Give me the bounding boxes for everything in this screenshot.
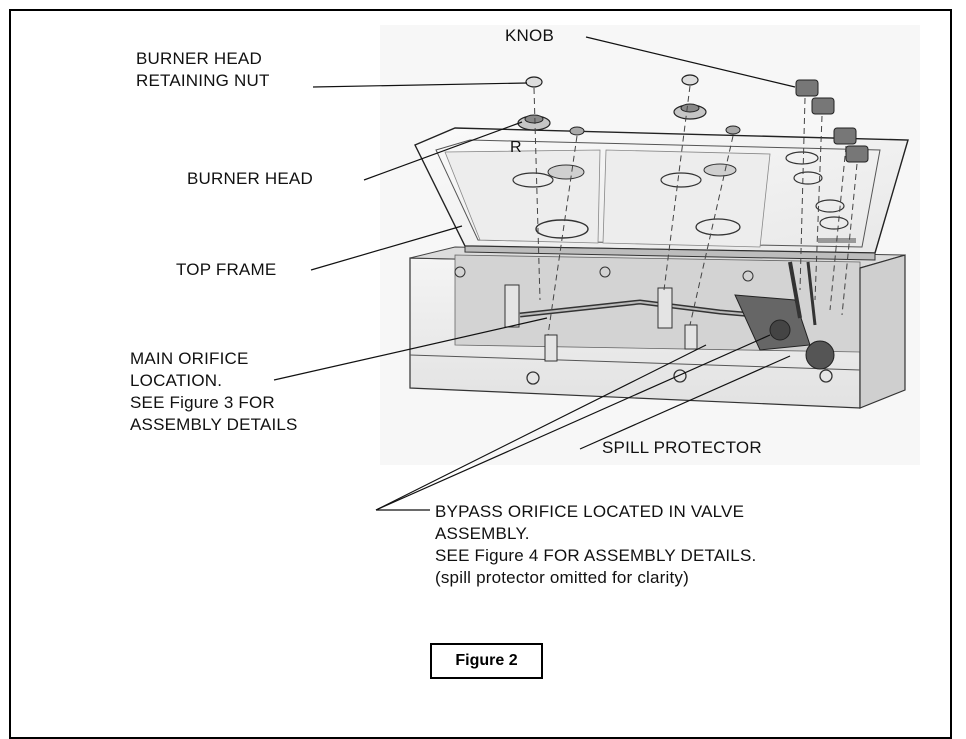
leader-lines bbox=[273, 36, 796, 511]
main-orifice-label: MAIN ORIFICE LOCATION. SEE Figure 3 FOR … bbox=[130, 349, 298, 434]
burner-heads bbox=[517, 74, 741, 136]
burner-head-retaining-nut-label: BURNER HEAD RETAINING NUT bbox=[136, 49, 270, 90]
spill-protector-label: SPILL PROTECTOR bbox=[602, 438, 762, 457]
burner-head-label: BURNER HEAD bbox=[187, 169, 313, 188]
burner-box bbox=[409, 246, 906, 409]
top-frame-label: TOP FRAME bbox=[176, 260, 277, 279]
knob-label: KNOB bbox=[505, 26, 554, 45]
alignment-lines bbox=[533, 85, 858, 336]
figure-caption: Figure 2 bbox=[430, 643, 543, 679]
top-frame-panel bbox=[414, 127, 909, 261]
figure-caption-text: Figure 2 bbox=[455, 652, 518, 669]
bypass-orifice-label: BYPASS ORIFICE LOCATED IN VALVE ASSEMBLY… bbox=[435, 502, 757, 587]
burner-mark-label: R bbox=[510, 139, 522, 156]
knobs bbox=[795, 79, 869, 163]
